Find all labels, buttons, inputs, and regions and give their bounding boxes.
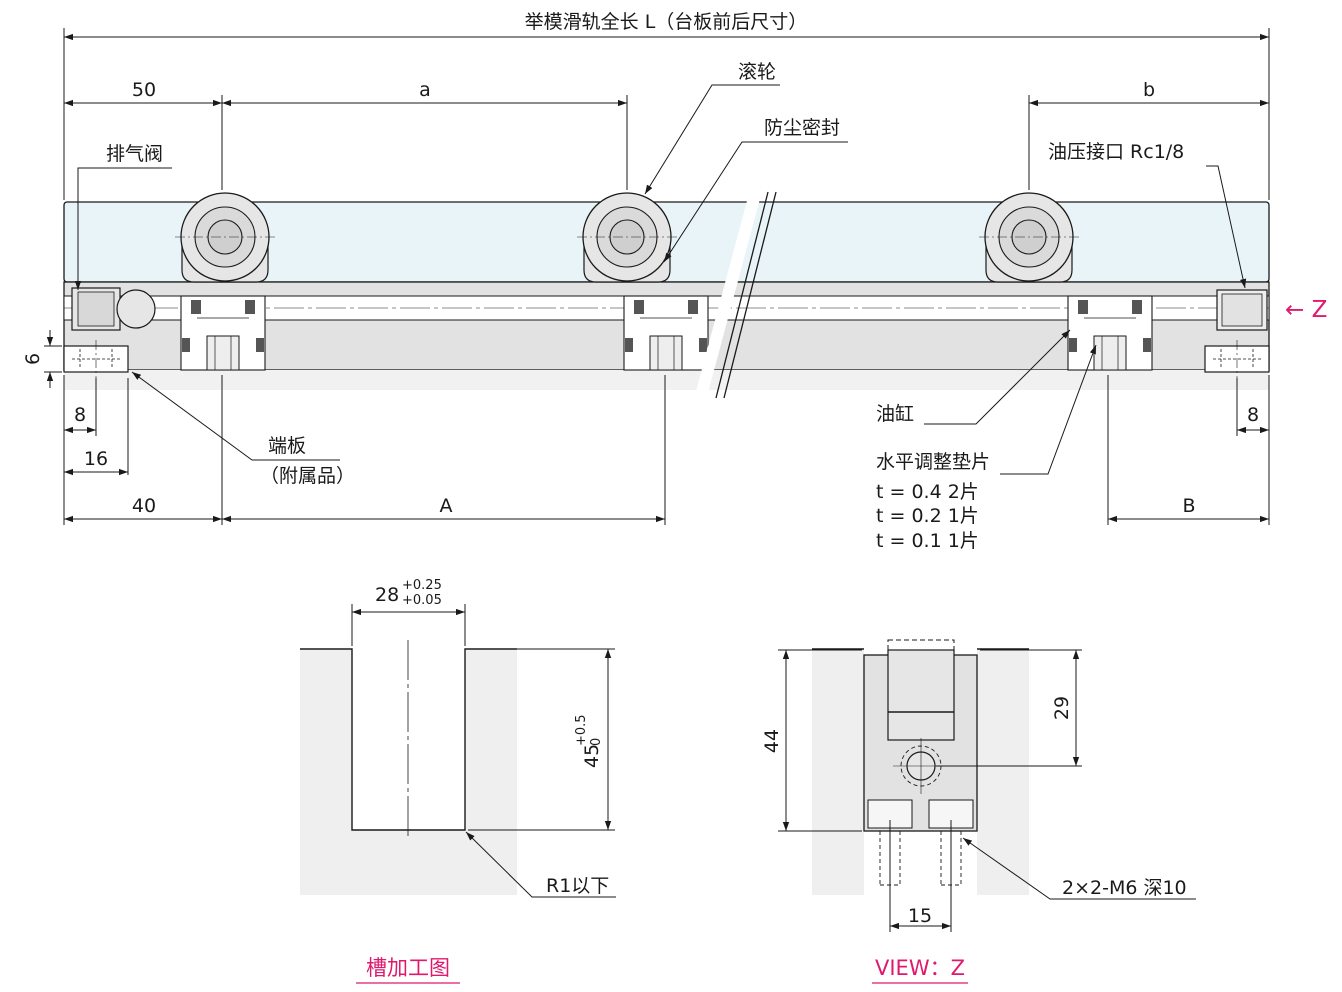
end-plate-note: （附属品） bbox=[260, 465, 355, 487]
leader-lines bbox=[74, 84, 1247, 475]
z-thread-note: 2×2-M6 深10 bbox=[1062, 877, 1187, 899]
main-view: 举模滑轨全长 L（台板前后尺寸） 50 a b 滚轮 防尘密封 排气阀 油压接口… bbox=[22, 11, 1327, 552]
end-plate-label: 端板 bbox=[268, 435, 306, 457]
dim-50-label: 50 bbox=[132, 79, 156, 101]
cylinder-3 bbox=[1067, 295, 1153, 371]
groove-depth-upper-tol: +0.5 bbox=[574, 714, 589, 746]
shim-spec-1: t = 0.4 2片 bbox=[876, 481, 979, 503]
end-plate-right bbox=[1204, 340, 1270, 378]
dim-8-right-label: 8 bbox=[1247, 404, 1259, 426]
view-z: 44 29 15 2×2-M6 深10 VIEW：Z bbox=[761, 639, 1196, 984]
extension-lines bbox=[44, 28, 1270, 525]
z-height-44-label: 44 bbox=[761, 729, 783, 753]
cylinder-1 bbox=[180, 295, 266, 371]
shim-spec-3: t = 0.1 1片 bbox=[876, 530, 979, 552]
oil-port-label: 油压接口 Rc1/8 bbox=[1048, 141, 1184, 163]
dim-6-label: 6 bbox=[22, 353, 44, 365]
z-spacing-15-label: 15 bbox=[908, 905, 932, 927]
z-height-29-label: 29 bbox=[1051, 696, 1073, 720]
roller-3 bbox=[979, 192, 1079, 283]
dim-8-left-label: 8 bbox=[74, 404, 86, 426]
dimension-lines bbox=[46, 33, 1269, 523]
dim-a-label: a bbox=[419, 79, 431, 101]
view-z-caption: VIEW：Z bbox=[875, 956, 965, 980]
dim-16-label: 16 bbox=[84, 448, 108, 470]
groove-width-lower-tol: +0.05 bbox=[402, 593, 442, 608]
dim-A-label: A bbox=[440, 495, 453, 517]
groove-caption: 槽加工图 bbox=[366, 956, 450, 980]
groove-width-upper-tol: +0.25 bbox=[402, 578, 442, 593]
dim-b-label: b bbox=[1143, 79, 1155, 101]
shim-spec-2: t = 0.2 1片 bbox=[876, 505, 979, 527]
z-upper-block bbox=[887, 649, 955, 741]
groove-depth-label: 45 bbox=[581, 744, 603, 768]
roller-1 bbox=[175, 192, 275, 283]
break-mark bbox=[695, 191, 777, 399]
roller-label: 滚轮 bbox=[738, 61, 776, 83]
dim-40-label: 40 bbox=[132, 495, 156, 517]
groove-width-label: 28 bbox=[375, 584, 399, 606]
dust-seal-label: 防尘密封 bbox=[764, 117, 840, 139]
groove-view: 28 +0.25 +0.05 45 +0.5 0 R1以下 槽加工图 bbox=[300, 578, 616, 984]
oil-cylinder-label: 油缸 bbox=[876, 403, 914, 425]
shim-label: 水平调整垫片 bbox=[876, 451, 990, 473]
shadow-strip bbox=[64, 370, 1269, 390]
total-length-label: 举模滑轨全长 L（台板前后尺寸） bbox=[525, 11, 808, 33]
radius-note: R1以下 bbox=[546, 875, 609, 897]
groove-depth-lower-tol: 0 bbox=[589, 738, 604, 746]
oil-port-fitting bbox=[1216, 289, 1268, 331]
cylinder-2 bbox=[623, 295, 709, 371]
z-arrow-label: ← Z bbox=[1285, 297, 1327, 323]
vent-valve-body bbox=[71, 287, 156, 331]
roller-2 bbox=[577, 192, 677, 283]
dim-B-label: B bbox=[1182, 495, 1195, 517]
end-plate-left bbox=[63, 340, 129, 378]
vent-valve-label: 排气阀 bbox=[106, 143, 163, 165]
